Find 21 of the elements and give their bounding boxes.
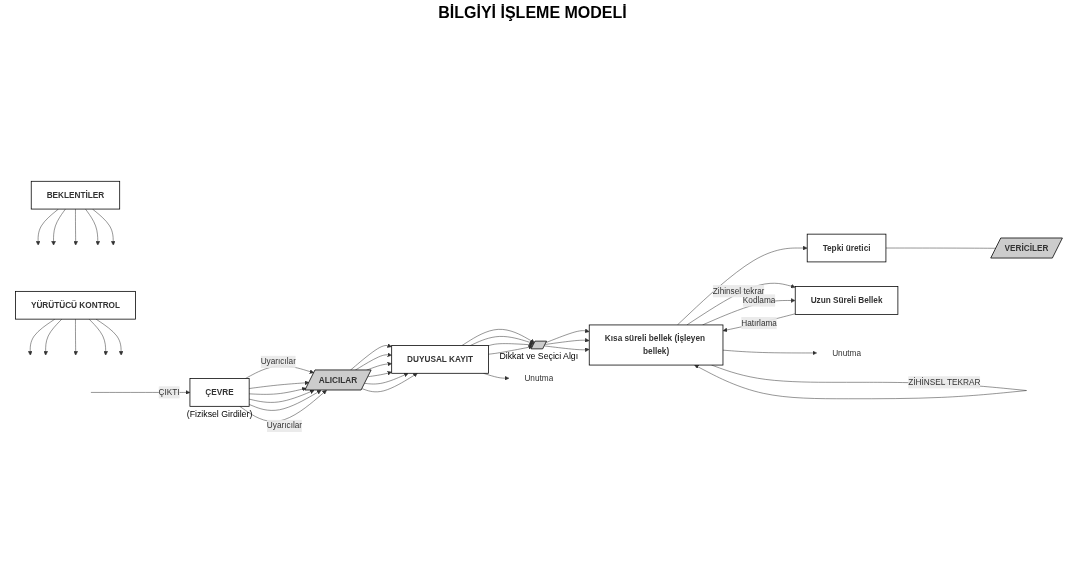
node-text: Unutma (524, 373, 554, 382)
node-label: (Fiziksel Girdiler) (186, 408, 253, 419)
node-box: YÜRÜTÜCÜ KONTROL (15, 290, 136, 320)
edge-label: Hatırlama (741, 318, 777, 327)
node-box: Kısa süreli bellek (İşleyen bellek) (588, 324, 724, 366)
edge-label: Uyarıcılar (266, 420, 303, 430)
node-label: Dikkat ve Seçici Algı (499, 350, 579, 361)
node-box: DUYUSAL KAYIT (391, 344, 489, 374)
edge-label: Kodlama (742, 295, 776, 305)
edge-label: Zihinsel tekrar (712, 286, 765, 295)
diagram-title: BİLGİYİ İŞLEME MODELİ (437, 4, 628, 22)
edge-label: ZİHİNSEL TEKRAR (908, 377, 981, 387)
node-box: BEKLENTİLER (30, 180, 121, 210)
node-text: Unutma (832, 348, 861, 357)
node-box: Tepki üretici (806, 233, 887, 262)
node-box: ÇEVRE (189, 377, 250, 407)
node-bar (530, 340, 547, 349)
connector (885, 247, 997, 249)
edge-label: ÇIKTI (158, 387, 180, 397)
node-box: Uzun Süreli Bellek (794, 285, 899, 315)
edge-label: Uyarıcılar (260, 356, 296, 366)
